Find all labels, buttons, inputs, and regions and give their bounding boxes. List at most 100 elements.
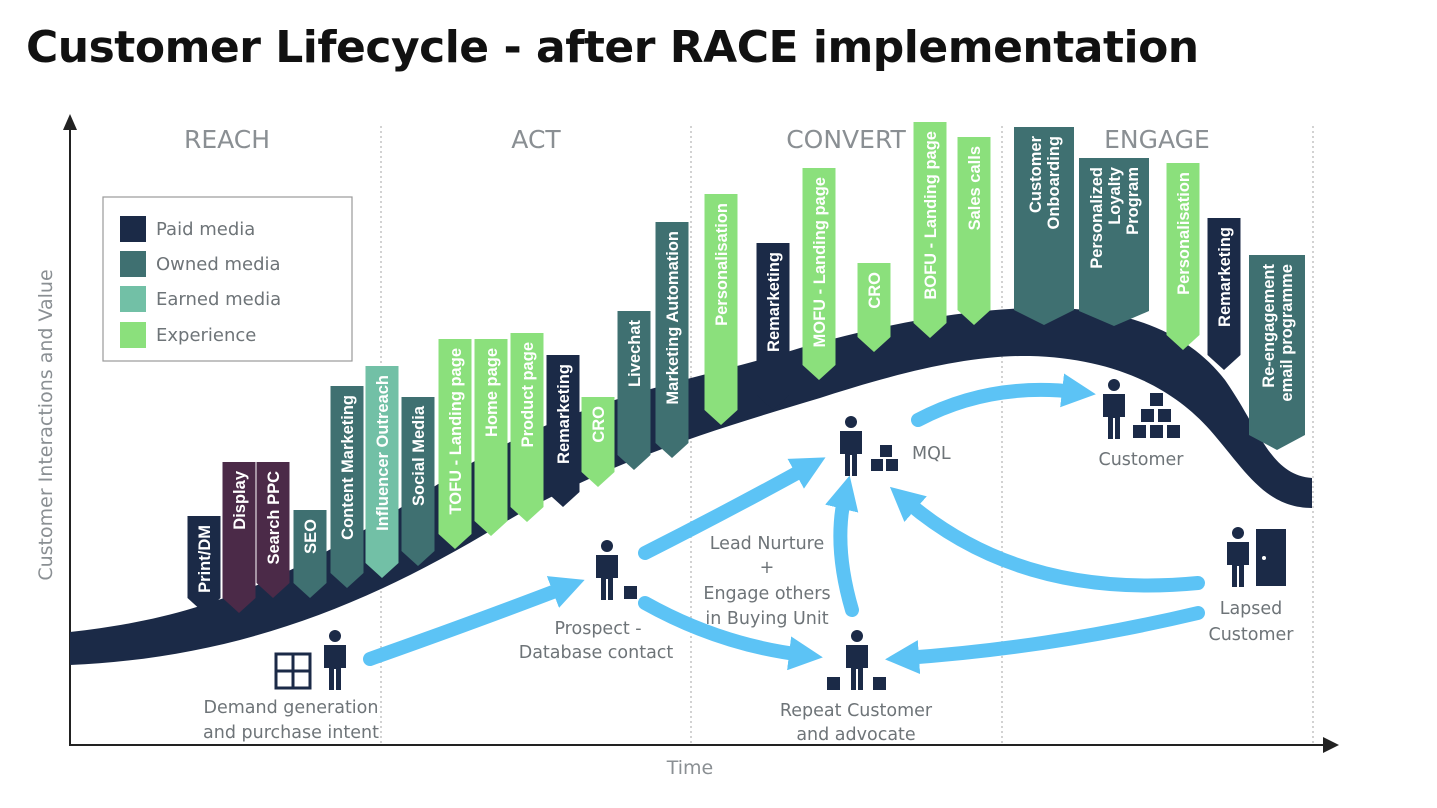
grid-box-icon — [274, 652, 312, 690]
phase-convert: CONVERT — [786, 125, 906, 154]
phase-reach: REACH — [184, 125, 270, 154]
tactic-tag — [474, 339, 508, 536]
lapsed-label: Lapsed — [1220, 599, 1283, 619]
nurture-label: Lead Nurture — [710, 534, 825, 554]
tactic-label: Remarketing — [555, 364, 573, 464]
boxes-pair-icon — [827, 677, 886, 690]
person-icon — [1103, 379, 1125, 439]
tactic-label: Personalisation — [713, 203, 731, 326]
tactic-label: CustomerOnboarding — [1027, 135, 1063, 229]
tactic-tag — [802, 168, 836, 380]
tactic-tag — [857, 263, 891, 352]
arrow-demand-to-prospect — [363, 576, 585, 666]
tactic-tag — [617, 311, 651, 470]
tactic-label: BOFU - Landing page — [922, 131, 940, 300]
tactic-label: CRO — [866, 272, 884, 309]
arrow-lapsed-to-repeat — [885, 606, 1205, 674]
arrow-mql-to-customer — [911, 373, 1096, 427]
nurture-label-3: Engage others — [703, 584, 830, 604]
tactic-label: Influencer Outreach — [374, 375, 392, 531]
arrow-prospect-to-mql — [638, 457, 826, 560]
tactic-tag — [401, 397, 435, 566]
legend-label: Paid media — [156, 219, 255, 240]
tactic-tag — [293, 510, 327, 598]
tactic-tag — [756, 243, 790, 410]
tactic-label: Livechat — [626, 320, 644, 387]
tactic-label: SEO — [302, 519, 320, 554]
arrow-prospect-to-repeat — [638, 596, 823, 671]
lapsed-label-2: Customer — [1208, 625, 1294, 645]
person-icon — [1227, 527, 1249, 587]
tactic-tag — [438, 339, 472, 549]
tactic-tag — [1207, 218, 1241, 370]
x-axis-arrowhead — [1323, 737, 1339, 753]
tactic-tag — [222, 462, 256, 613]
boxes-pyramid-icon — [1133, 393, 1180, 438]
tactic-label: Product page — [519, 342, 537, 447]
prospect-label-2: Database contact — [519, 643, 674, 663]
tactic-label: Social Media — [410, 405, 428, 506]
tactic-label: TOFU - Landing page — [447, 348, 465, 515]
box-icon — [624, 586, 637, 599]
tactic-label: Display — [231, 470, 249, 530]
tactic-label: Marketing Automation — [664, 231, 682, 405]
tactic-tag — [655, 222, 689, 458]
tactic-label: PersonalizedLoyaltyProgram — [1088, 166, 1142, 269]
door-icon — [1256, 529, 1286, 586]
tactic-label: Re-engagementemail programme — [1260, 264, 1296, 402]
arrow-repeat-to-mql — [825, 475, 859, 617]
phase-act: ACT — [511, 125, 561, 154]
tactic-tag — [957, 137, 991, 325]
page-title: Customer Lifecycle - after RACE implemen… — [26, 22, 1199, 73]
tactic-tag — [365, 366, 399, 578]
person-icon — [840, 416, 862, 476]
demand-label-2: and purchase intent — [203, 723, 379, 743]
demand-label: Demand generation — [204, 698, 379, 718]
phase-engage: ENGAGE — [1104, 125, 1210, 154]
x-axis-label: Time — [666, 757, 714, 779]
tactic-tag — [1014, 127, 1074, 325]
legend-label: Owned media — [156, 254, 281, 275]
legend-swatch — [120, 286, 146, 312]
nurture-label-4: in Buying Unit — [705, 609, 828, 629]
tactic-label: MOFU - Landing page — [811, 177, 829, 348]
person-icon — [846, 630, 868, 690]
mql-label: MQL — [912, 444, 951, 464]
repeat-label-2: and advocate — [796, 725, 915, 745]
tactic-tag — [187, 516, 221, 613]
tactic-tag — [510, 333, 544, 522]
boxes-stack-icon — [871, 445, 898, 471]
person-icon — [596, 540, 618, 600]
arrow-lapsed-to-mql — [889, 486, 1205, 593]
legend-swatch — [120, 322, 146, 348]
tactic-tag — [1166, 163, 1200, 350]
tactic-label: Home page — [483, 348, 501, 437]
tactic-label: CRO — [590, 406, 608, 443]
customer-label: Customer — [1098, 450, 1184, 470]
flow-arrows — [363, 373, 1205, 674]
tactic-tag — [546, 355, 580, 507]
legend-swatch — [120, 251, 146, 277]
prospect-label: Prospect - — [554, 619, 641, 639]
tactic-tag — [581, 397, 615, 487]
tactic-tag — [704, 194, 738, 425]
tactic-label: Content Marketing — [339, 395, 357, 540]
tactic-tag — [1079, 158, 1149, 326]
tactic-tag — [1249, 255, 1305, 450]
nurture-label-2: + — [760, 558, 775, 578]
tactic-tag — [330, 386, 364, 588]
tactic-label: Print/DM — [196, 525, 214, 593]
tactic-label: Personalisation — [1175, 172, 1193, 295]
tactic-label: Sales calls — [966, 146, 984, 230]
legend-label: Earned media — [156, 289, 281, 310]
repeat-label: Repeat Customer — [780, 701, 933, 721]
tactic-label: Remarketing — [1216, 227, 1234, 327]
person-icon — [324, 630, 346, 690]
y-axis-label: Customer Interactions and Value — [35, 269, 57, 580]
legend-swatch — [120, 216, 146, 242]
tactic-tag — [256, 462, 290, 598]
tactic-tag — [913, 122, 947, 338]
